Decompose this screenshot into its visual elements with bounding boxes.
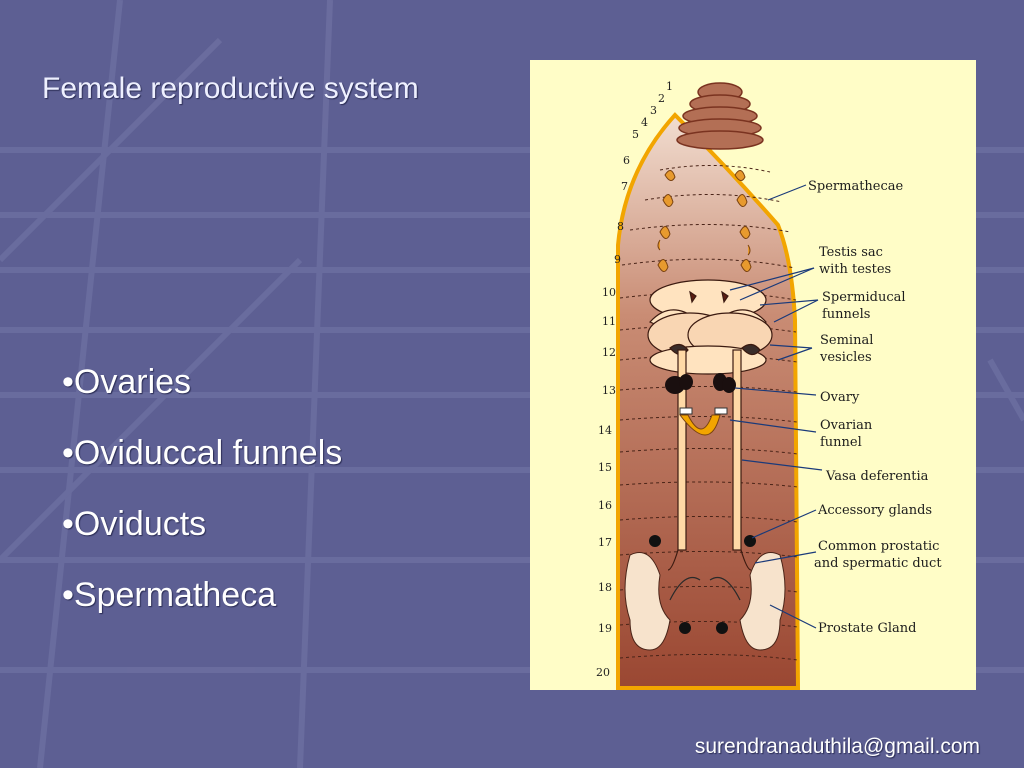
vasa-deferentia-ducts — [667, 349, 752, 571]
segment-number: 13 — [602, 384, 616, 397]
segment-number: 12 — [602, 346, 616, 359]
segment-number: 1 — [666, 80, 673, 93]
bullet-spermatheca: •Spermatheca — [62, 576, 277, 614]
segment-numbers: 1 2 3 4 5 6 7 8 9 10 11 12 13 14 15 16 1… — [596, 80, 673, 679]
label-spermiducal-funnels: Spermiducal — [822, 290, 906, 305]
ovaries-shapes — [665, 373, 736, 394]
prostate-gland-shapes — [624, 552, 786, 651]
segment-number: 5 — [632, 128, 639, 141]
label-accessory-glands: Accessory glands — [817, 503, 932, 518]
segment-number: 2 — [658, 92, 665, 105]
label-vasa-deferentia: Vasa deferentia — [825, 469, 929, 484]
label-ovary: Ovary — [820, 390, 860, 405]
slide-title: Female reproductive system — [42, 72, 419, 105]
label-spermiducal-funnels: funnels — [822, 307, 870, 322]
segment-number: 11 — [602, 315, 616, 328]
label-seminal-vesicles: vesicles — [819, 350, 872, 365]
segment-number: 8 — [617, 220, 624, 233]
bullet-oviducts: •Oviducts — [62, 505, 207, 543]
segment-number: 20 — [596, 666, 610, 679]
segment-number: 9 — [614, 253, 621, 266]
ovarian-funnel-mouth — [679, 407, 693, 415]
leader-lines — [729, 184, 823, 629]
segment-number: 4 — [641, 116, 648, 129]
segment-number: 10 — [602, 286, 616, 299]
head-rings — [676, 82, 764, 150]
segment-number: 18 — [598, 581, 612, 594]
segment-number: 14 — [598, 424, 612, 437]
label-seminal-vesicles: Seminal — [820, 333, 873, 348]
label-prostatic-duct: Common prostatic — [818, 539, 939, 554]
testis-sacs — [647, 279, 773, 375]
segment-number: 19 — [598, 622, 612, 635]
segment-number: 16 — [598, 499, 612, 512]
segment-number: 3 — [650, 104, 657, 117]
label-testis-sac: with testes — [819, 262, 891, 277]
bullet-list: •Ovaries •Oviduccal funnels •Oviducts •S… — [62, 358, 342, 642]
label-ovarian-funnel: funnel — [820, 435, 862, 450]
segment-number: 7 — [621, 180, 628, 193]
label-ovarian-funnel: Ovarian — [820, 418, 873, 433]
label-testis-sac: Testis sac — [819, 245, 883, 260]
prostatic-ducts — [669, 576, 741, 601]
footer-email: surendranaduthila@gmail.com — [694, 735, 980, 758]
diagram-labels: Spermathecae Testis sac with testes Sper… — [808, 179, 942, 636]
label-spermathecae: Spermathecae — [808, 179, 904, 194]
ovarian-funnel-shape — [678, 414, 721, 436]
earthworm-diagram: 1 2 3 4 5 6 7 8 9 10 11 12 13 14 15 16 1… — [596, 80, 942, 690]
earthworm-diagram-panel: 1 2 3 4 5 6 7 8 9 10 11 12 13 14 15 16 1… — [530, 60, 976, 690]
segment-number: 6 — [623, 154, 630, 167]
bullet-oviduccal-funnels: •Oviduccal funnels — [62, 434, 343, 472]
ovarian-funnel-mouth — [714, 407, 728, 415]
label-prostate-gland: Prostate Gland — [818, 621, 916, 636]
segment-number: 17 — [598, 536, 612, 549]
label-prostatic-duct: and spermatic duct — [814, 556, 942, 571]
bullet-ovaries: •Ovaries — [62, 363, 192, 401]
segment-number: 15 — [598, 461, 612, 474]
